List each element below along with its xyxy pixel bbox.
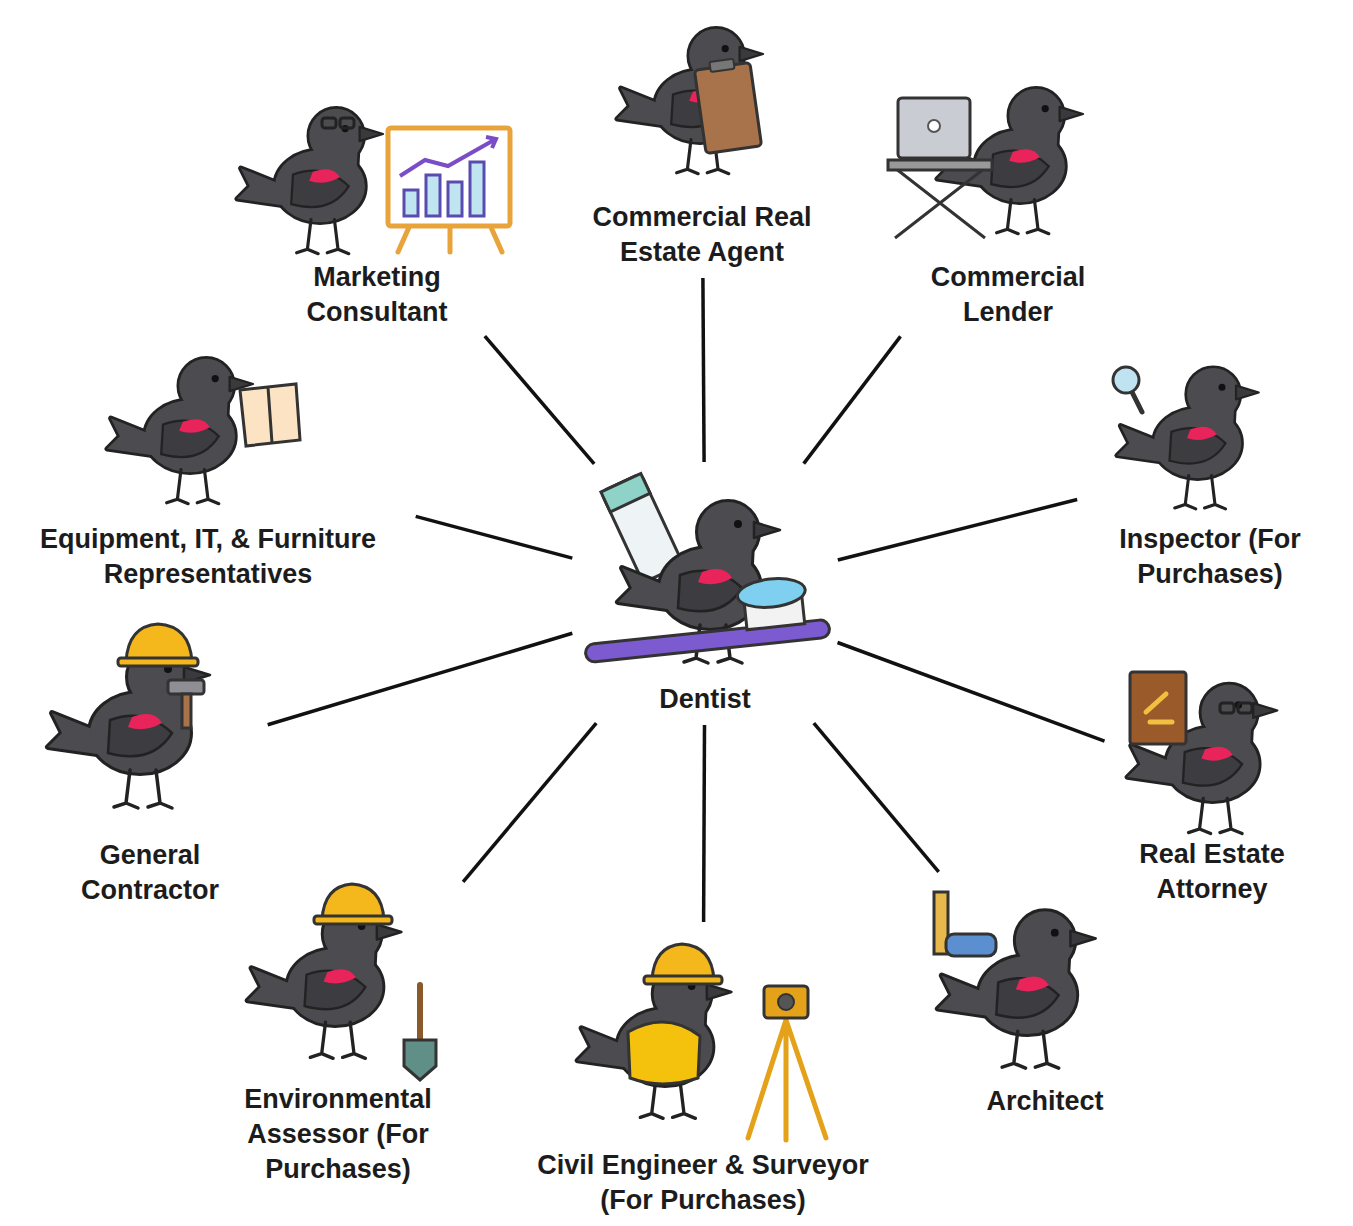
surveyor-bird	[578, 965, 732, 1118]
document	[240, 384, 300, 446]
toothbrush	[580, 573, 830, 662]
spoke-line	[463, 723, 596, 882]
inspector-bird	[1117, 368, 1259, 509]
presentation-easel	[388, 128, 510, 252]
safety-vest	[628, 1022, 700, 1084]
equipment-bird	[107, 359, 253, 504]
partner-node: Real Estate Attorney	[1112, 655, 1312, 907]
partner-node: Environmental Assessor (For Purchases)	[218, 875, 458, 1187]
magnifying-glass	[1113, 367, 1142, 412]
node-label: Commercial Real Estate Agent	[562, 200, 842, 270]
hard-hat	[314, 884, 392, 924]
partner-node: General Contractor	[40, 612, 260, 908]
node-label: Dentist	[580, 682, 830, 717]
node-label: Inspector (For Purchases)	[1088, 522, 1333, 592]
partner-node: Inspector (For Purchases)	[1085, 340, 1335, 592]
spoke-line	[485, 336, 594, 464]
spoke-line	[416, 516, 573, 558]
laptop-on-stand	[888, 98, 992, 238]
hard-hat	[644, 944, 722, 984]
clipboard	[694, 57, 762, 154]
node-label: General Contractor	[50, 838, 250, 908]
contractor-bird	[48, 647, 210, 808]
node-label: Architect	[945, 1084, 1145, 1119]
node-label: Commercial Lender	[908, 260, 1108, 330]
architect-bird	[938, 911, 1096, 1068]
node-label: Real Estate Attorney	[1112, 837, 1312, 907]
node-label: Equipment, IT, & Furniture Representativ…	[8, 522, 408, 592]
marketing-bird	[237, 109, 383, 254]
spoke-line	[838, 500, 1077, 561]
assessor-bird	[248, 905, 402, 1058]
partner-node: Architect	[915, 878, 1175, 1119]
spoke-line	[703, 278, 704, 462]
attorney-bird	[1127, 685, 1277, 834]
hammer	[168, 680, 204, 728]
partner-node: Equipment, IT, & Furniture Representativ…	[8, 330, 408, 592]
survey-tripod	[748, 986, 826, 1140]
spoke-line	[702, 725, 706, 922]
glasses	[1220, 703, 1252, 713]
spoke-line	[838, 643, 1105, 742]
spoke-line	[804, 336, 901, 463]
partner-node: Commercial Real Estate Agent	[562, 4, 842, 270]
node-label: Marketing Consultant	[277, 260, 477, 330]
node-label: Civil Engineer & Surveyor (For Purchases…	[513, 1148, 893, 1218]
law-book	[1130, 672, 1186, 744]
shovel	[404, 985, 436, 1080]
center-node: Dentist	[580, 470, 830, 717]
spoke-line	[814, 723, 939, 872]
agent-bird	[617, 29, 763, 174]
partner-node: Commercial Lender	[880, 60, 1136, 330]
partner-node: Marketing Consultant	[190, 90, 564, 330]
node-label: Environmental Assessor (For Purchases)	[218, 1082, 458, 1187]
hard-hat	[118, 624, 198, 666]
spoke-line	[268, 633, 573, 724]
blueprint-roll	[946, 934, 996, 956]
glasses	[322, 118, 354, 128]
partner-node: Civil Engineer & Surveyor (For Purchases…	[505, 930, 901, 1218]
